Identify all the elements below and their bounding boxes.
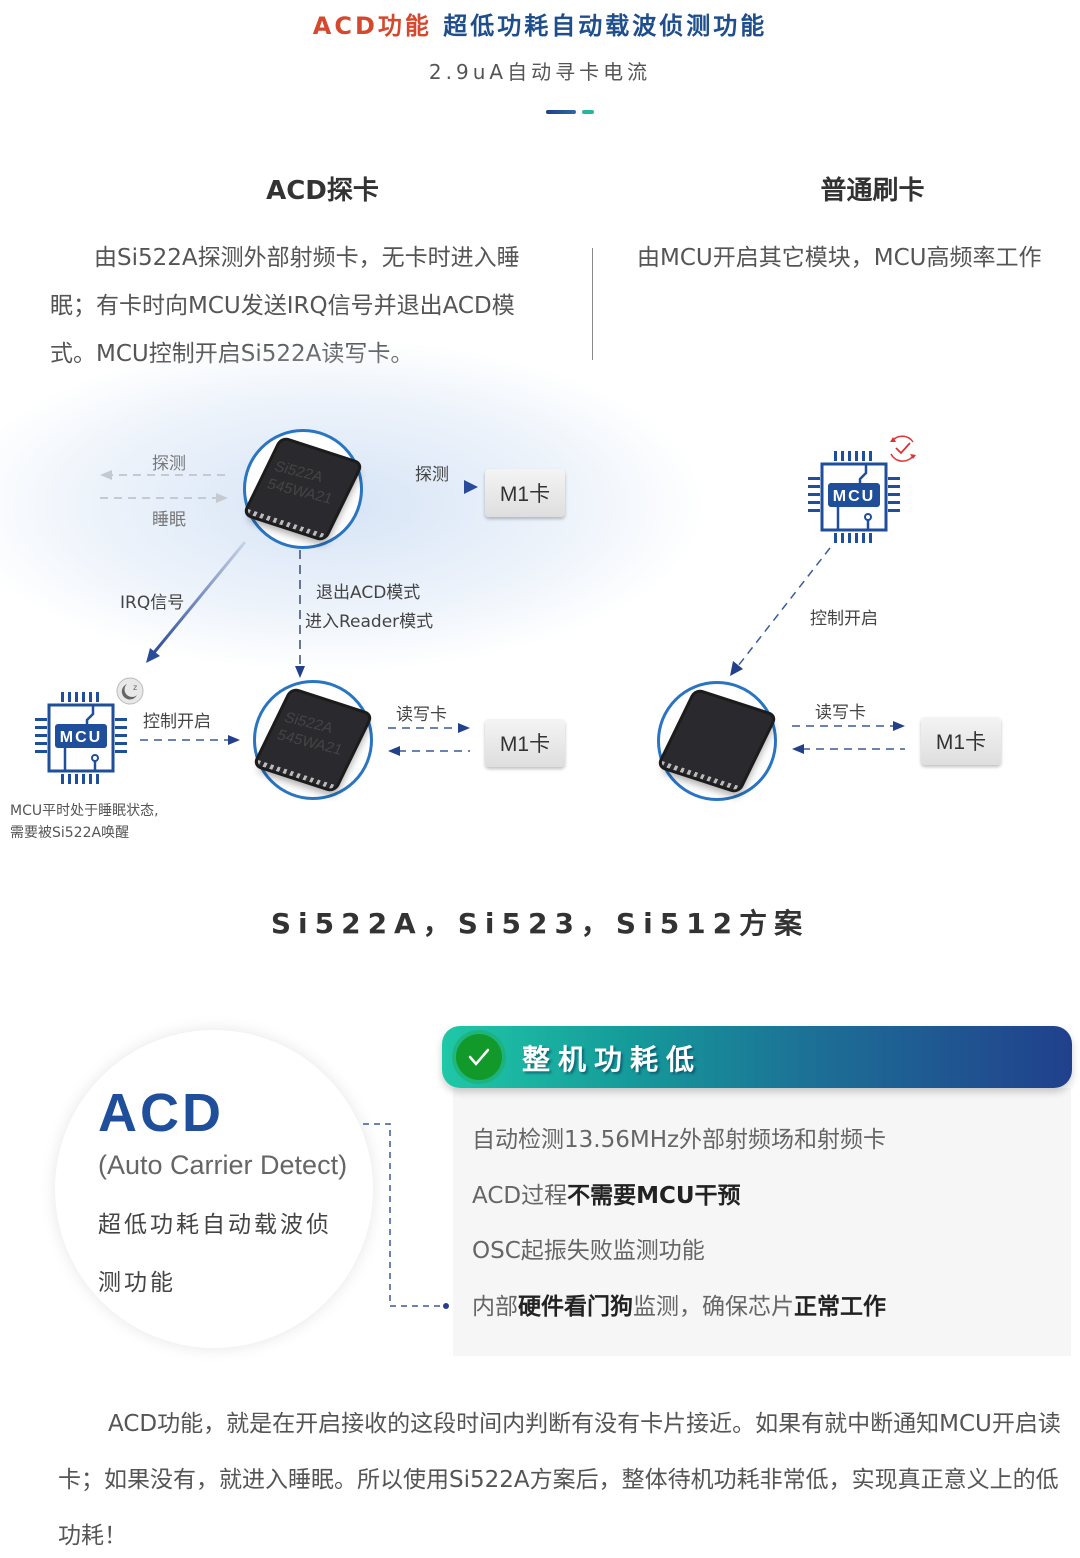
normal-m1-card: M1卡 bbox=[921, 717, 1001, 765]
feature-banner bbox=[442, 1026, 1072, 1088]
page-subtitle: 2.9uA自动寻卡电流 bbox=[428, 60, 652, 84]
diagram-arrows bbox=[100, 470, 905, 756]
svg-text:MCU: MCU bbox=[60, 729, 102, 746]
section-divider bbox=[592, 248, 593, 360]
title-accent: ACD功能 bbox=[312, 12, 432, 40]
title-underline-teal bbox=[582, 110, 594, 114]
probe-label-left: 探测 bbox=[152, 454, 186, 474]
feature-text: OSC起振失败监测功能 bbox=[472, 1238, 705, 1264]
acd-section-heading: ACD探卡 bbox=[266, 176, 379, 206]
mcu-note-line1: MCU平时处于睡眠状态, bbox=[10, 803, 159, 819]
sleep-label: 睡眠 bbox=[152, 510, 186, 530]
feature-text: 内部 bbox=[472, 1294, 518, 1320]
enter-reader-label: 进入Reader模式 bbox=[305, 612, 434, 632]
feature-item-3: OSC起振失败监测功能 bbox=[472, 1231, 705, 1265]
probe-label-right: 探测 bbox=[415, 465, 449, 485]
feature-highlight: 正常工作 bbox=[794, 1294, 886, 1320]
normal-control-open-label: 控制开启 bbox=[810, 609, 878, 629]
acd-cn-line1: 超低功耗自动载波侦 bbox=[98, 1212, 332, 1238]
feature-text: 监测，确保芯片 bbox=[633, 1294, 794, 1320]
svg-text:z: z bbox=[133, 683, 137, 692]
feature-highlight: 不需要MCU干预 bbox=[567, 1183, 741, 1209]
title-underline-blue bbox=[546, 110, 576, 114]
mcu-note-line2: 需要被Si522A唤醒 bbox=[10, 825, 130, 841]
check-icon bbox=[456, 1034, 502, 1080]
feature-text: ACD过程 bbox=[472, 1183, 568, 1209]
closing-paragraph: ACD功能，就是在开启接收的这段时间内判断有没有卡片接近。如果有就中断通知MCU… bbox=[58, 1411, 1061, 1549]
connector-dashed-line bbox=[363, 1123, 449, 1309]
chip-normal bbox=[657, 681, 777, 801]
m1-card-bottom: M1卡 bbox=[485, 719, 565, 767]
acd-cn-line2: 测功能 bbox=[98, 1270, 176, 1296]
title-main: 超低功耗自动载波侦测功能 bbox=[443, 12, 768, 40]
acd-badge-circle bbox=[55, 1030, 373, 1348]
solution-title: Si522A，Si523，Si512方案 bbox=[270, 907, 810, 940]
m1-card-top: M1卡 bbox=[485, 469, 565, 517]
feature-highlight: 硬件看门狗 bbox=[518, 1294, 633, 1320]
feature-text: 自动检测13.56MHz外部射频场和射频卡 bbox=[472, 1127, 887, 1153]
feature-item-4: 内部硬件看门狗监测，确保芯片正常工作 bbox=[472, 1287, 886, 1321]
mcu-sleep-note: MCU平时处于睡眠状态, 需要被Si522A唤醒 bbox=[10, 800, 159, 844]
svg-text:MCU: MCU bbox=[833, 488, 875, 505]
active-check-cycle-icon bbox=[890, 435, 916, 462]
mcu-chip-icon-normal: MCU bbox=[808, 451, 900, 543]
sleep-moon-icon: z bbox=[116, 677, 144, 705]
feature-banner-title: 整机功耗低 bbox=[522, 1043, 703, 1076]
mcu-chip-icon: MCU bbox=[35, 692, 127, 784]
acd-cn-description: 超低功耗自动载波侦 测功能 bbox=[98, 1196, 358, 1312]
acd-abbreviation: ACD bbox=[98, 1083, 224, 1143]
normal-section-heading: 普通刷卡 bbox=[820, 176, 925, 206]
page-title: ACD功能 超低功耗自动载波侦测功能 bbox=[0, 6, 1080, 41]
irq-signal-label: IRQ信号 bbox=[120, 593, 185, 613]
control-open-label: 控制开启 bbox=[143, 712, 211, 732]
feature-item-2: ACD过程不需要MCU干预 bbox=[472, 1176, 741, 1210]
exit-acd-label: 退出ACD模式 bbox=[316, 583, 421, 603]
normal-read-write-label: 读写卡 bbox=[815, 703, 866, 723]
acd-full-name: (Auto Carrier Detect) bbox=[98, 1150, 348, 1180]
read-write-label: 读写卡 bbox=[396, 705, 447, 725]
feature-item-1: 自动检测13.56MHz外部射频场和射频卡 bbox=[472, 1120, 886, 1154]
normal-description: 由MCU开启其它模块，MCU高频率工作 bbox=[637, 245, 1042, 271]
feature-panel bbox=[453, 1088, 1071, 1356]
